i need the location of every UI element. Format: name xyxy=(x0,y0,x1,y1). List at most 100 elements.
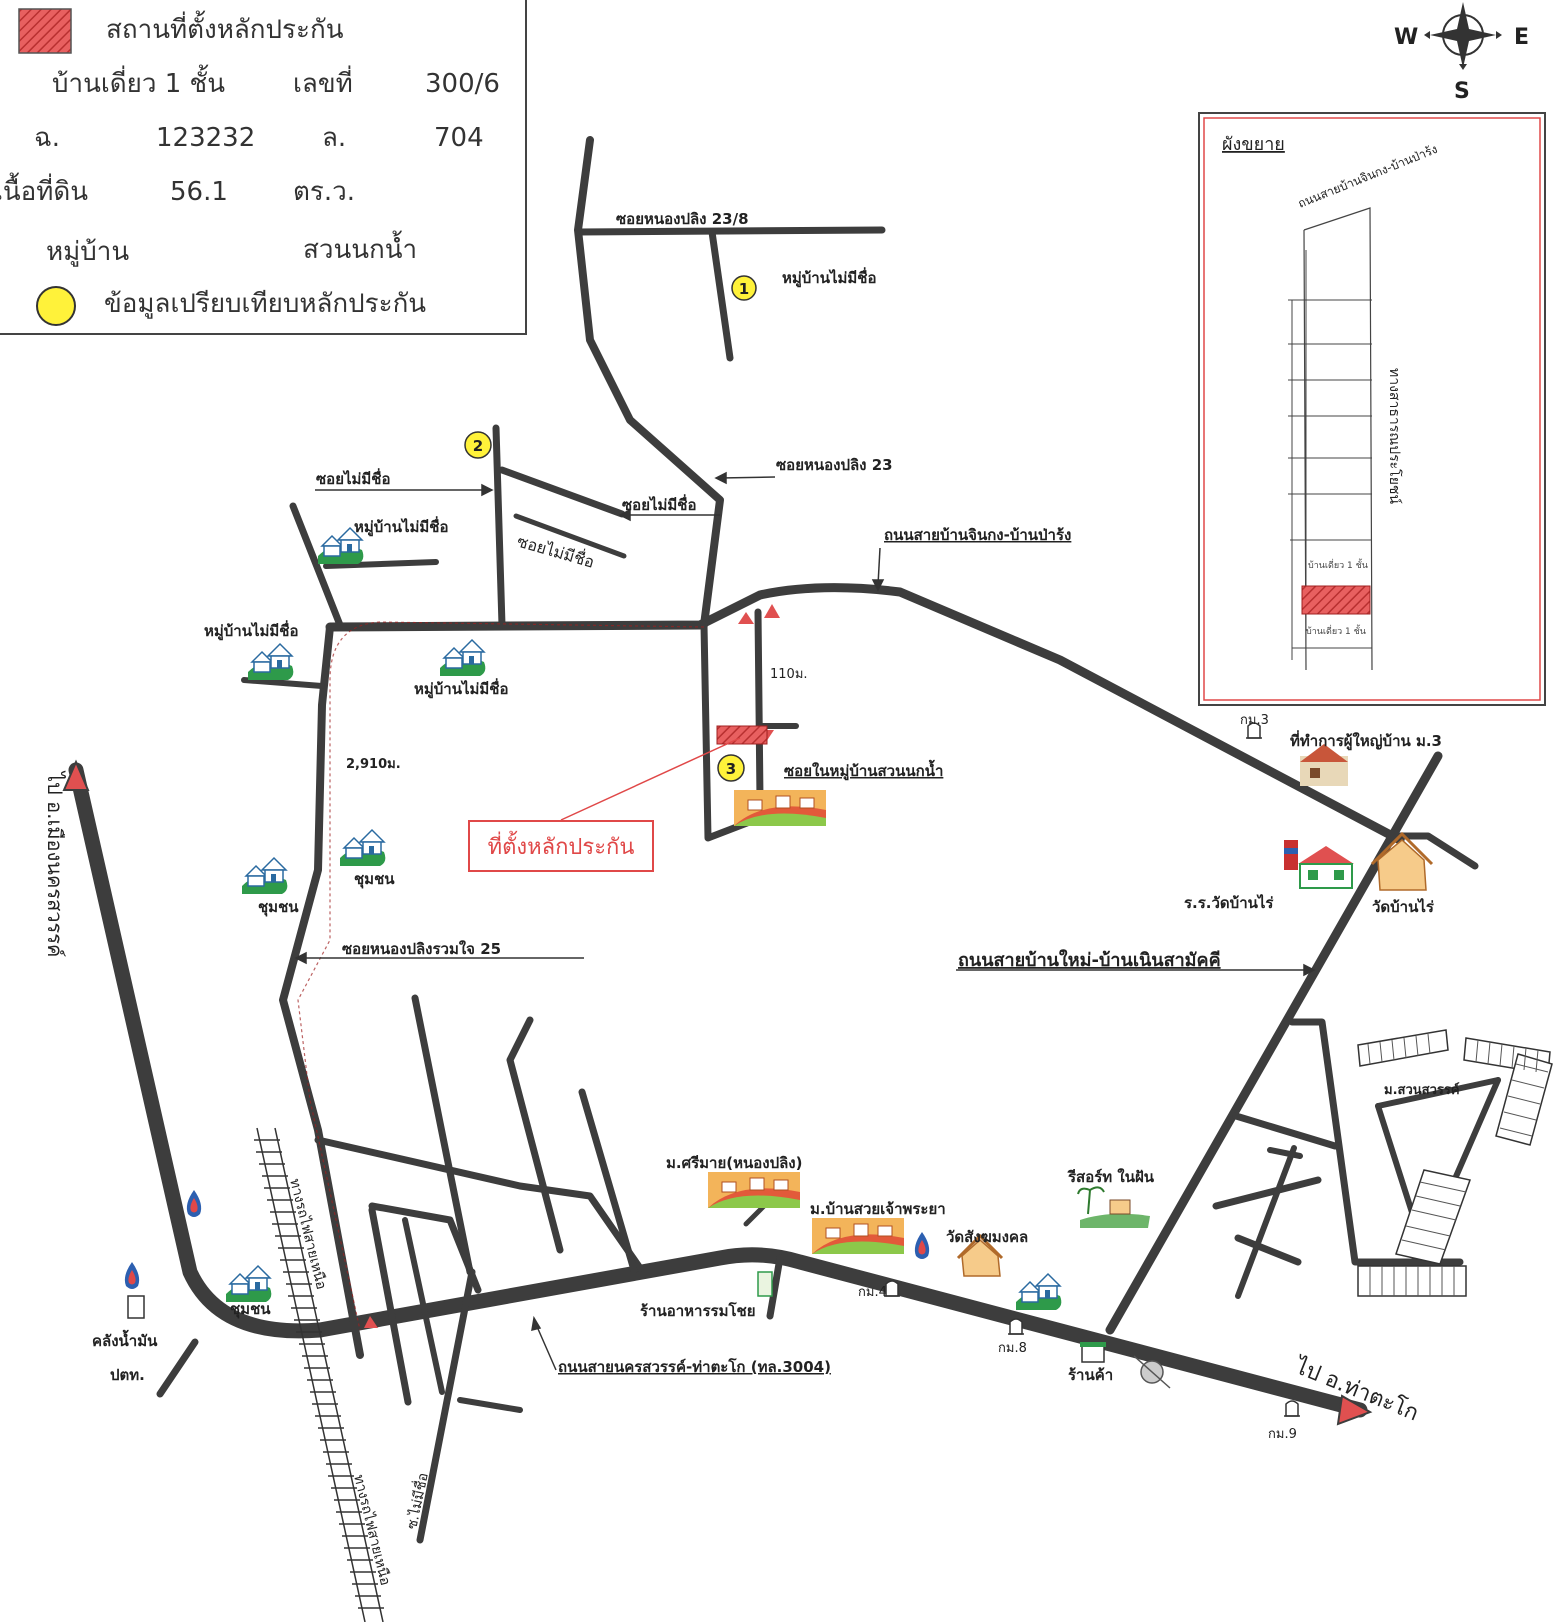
headman-office-icon xyxy=(1300,744,1348,786)
collateral-callout-box xyxy=(468,820,654,872)
legend-box: สถานที่ตั้งหลักประกัน บ้านเดี่ยว 1 ชั้น … xyxy=(0,0,527,335)
community-house-icon xyxy=(225,1265,273,1303)
legend-house-type: บ้านเดี่ยว 1 ชั้น xyxy=(52,64,225,99)
compass-east: E xyxy=(1514,25,1529,50)
temple-icon xyxy=(956,1233,1004,1277)
inset-collateral xyxy=(1301,585,1371,615)
label-m-ban-suay: ม.บ้านสวยเจ้าพระยา xyxy=(810,1200,946,1218)
svg-text:1: 1 xyxy=(739,280,749,298)
label-community-3: ชุมชน xyxy=(230,1300,271,1319)
community-house-icon xyxy=(1015,1273,1063,1311)
label-wat-sangkhom: วัดสังฆมงคล xyxy=(946,1228,1028,1246)
soi-23-8 xyxy=(574,226,886,236)
compass-rose: W E S xyxy=(1394,2,1529,104)
comparable-marker-3: 3 xyxy=(717,754,745,782)
arrow-mark-1 xyxy=(738,612,754,624)
legend-comparable-label: ข้อมูลเปรียบเทียบหลักประกัน xyxy=(104,289,426,319)
label-school: ร.ร.วัดบ้านไร่ xyxy=(1184,893,1274,912)
label-m-sriman: ม.ศรีมาย(หนองปลิง) xyxy=(666,1154,803,1172)
collateral-callout-text: ที่ตั้งหลักประกัน xyxy=(488,831,635,860)
label-m-suan-sawan: ม.สวนสวรรค์ xyxy=(1384,1082,1460,1098)
collateral-site-marker xyxy=(716,725,768,745)
arrow-mark-2 xyxy=(764,604,780,618)
compass-south: S xyxy=(1454,79,1470,104)
inset-public-way: ทางสาธารณประโยชน์ xyxy=(1386,368,1403,504)
label-resort: รีสอร์ท ในฝัน xyxy=(1067,1168,1155,1186)
label-soi-23: ซอยหนองปลิง 23 xyxy=(776,456,893,474)
gas-station-icon xyxy=(124,1262,140,1289)
arrow-mark-4 xyxy=(364,1316,378,1328)
village-house-icon xyxy=(439,639,487,677)
restaurant-icon xyxy=(757,1271,773,1297)
label-dist-110: 110ม. xyxy=(770,667,808,682)
label-oil-depot-2: ปตท. xyxy=(110,1366,145,1384)
label-soi-no-name-c: ซอยไม่มีชื่อ xyxy=(515,530,597,572)
soi-23 xyxy=(574,136,724,629)
comparable-marker-2: 2 xyxy=(464,431,492,459)
community-house-icon xyxy=(241,857,289,895)
legend-chanote-value: 123232 xyxy=(156,123,255,153)
community-house-icon xyxy=(339,829,387,867)
label-village-no-name-2: หมู่บ้านไม่มีชื่อ xyxy=(354,516,448,537)
legend-collateral-label: สถานที่ตั้งหลักประกัน xyxy=(106,10,344,45)
label-village-no-name-4: หมู่บ้านไม่มีชื่อ xyxy=(414,678,508,699)
suan-sawan-hatch xyxy=(1367,1033,1549,1296)
label-village-no-name-1: หมู่บ้านไม่มีชื่อ xyxy=(782,267,876,288)
svg-text:2: 2 xyxy=(473,437,483,455)
road-nakhonsawan-thatako xyxy=(312,1247,1368,1418)
km-marker-icon xyxy=(1007,1318,1025,1335)
village-house-icon xyxy=(247,643,295,681)
svg-text:3: 3 xyxy=(726,760,736,778)
label-km9: กม.9 xyxy=(1268,1427,1297,1442)
railway xyxy=(254,1127,384,1622)
legend-no-value: 300/6 xyxy=(425,69,500,99)
m-sriman-village-icon xyxy=(707,1171,801,1209)
legend-chanote-label: ฉ. xyxy=(34,123,60,153)
label-railway-1: ทางรถไฟสายเหนือ xyxy=(286,1177,330,1291)
label-km3: กม.3 xyxy=(1240,713,1269,728)
inset-title: ผังขยาย xyxy=(1222,134,1285,155)
label-main-road-north: ถนนสายบ้านจินกง-บ้านป่าร้ง xyxy=(884,526,1071,544)
legend-village-label: หมู่บ้าน xyxy=(46,237,129,267)
shop-icon xyxy=(1080,1342,1106,1363)
label-shop: ร้านค้า xyxy=(1068,1366,1113,1384)
label-pointers xyxy=(294,471,1316,1371)
arrow-to-mueang xyxy=(62,759,90,791)
comparable-marker-1: 1 xyxy=(731,275,757,301)
label-soi-25: ซอยหนองปลิงรวมใจ 25 xyxy=(342,940,501,958)
oil-depot-icon xyxy=(127,1295,145,1319)
label-soi-23-8: ซอยหนองปลิง 23/8 xyxy=(616,210,749,228)
label-headman-office: ที่ทำการผู้ใหญ่บ้าน ม.3 xyxy=(1290,730,1442,751)
legend-area-value: 56.1 xyxy=(170,177,228,207)
label-wat-ban-rai: วัดบ้านไร่ xyxy=(1372,897,1435,916)
soi-25 xyxy=(279,623,364,1359)
suan-nok-nam-village-icon xyxy=(733,789,827,827)
gas-station-icon xyxy=(914,1232,930,1259)
school-icon xyxy=(1284,840,1354,889)
road-to-mueang xyxy=(68,762,328,1339)
route-dashed xyxy=(297,621,705,1331)
inset-house-label-1: บ้านเดี่ยว 1 ชั้น xyxy=(1308,558,1368,571)
road-jinkong-parang xyxy=(325,583,1405,845)
legend-area-unit: ตร.ว. xyxy=(293,177,355,207)
legend-no-label: เลขที่ xyxy=(293,65,353,99)
label-soi-in-village: ซอยในหมู่บ้านสวนนกน้ำ xyxy=(784,759,943,781)
label-oil-depot-1: คลังน้ำมัน xyxy=(92,1329,158,1350)
collateral-callout-line xyxy=(560,737,741,821)
satellite-icon xyxy=(1133,1355,1171,1389)
label-community-1: ชุมชน xyxy=(258,898,299,917)
km-marker-icon xyxy=(1283,1400,1301,1417)
label-road-ban-mai: ถนนสายบ้านใหม่-บ้านเนินสามัคคี xyxy=(958,949,1221,971)
arrow-to-thatako xyxy=(1336,1394,1373,1426)
suan-sawan-blocks xyxy=(1357,1029,1553,1297)
legend-village-value: สวนนกน้ำ xyxy=(303,230,417,265)
label-dist-2910: 2,910ม. xyxy=(346,757,401,772)
legend-area-label: เนื้อที่ดิน xyxy=(0,172,88,207)
inset-map: ผังขยาย ถนนสายบ้านจินกง-บ้านป่าร้ง บ้านเ… xyxy=(1198,112,1546,706)
legend-lot-label: ล. xyxy=(322,123,346,153)
temple-icon xyxy=(1370,831,1434,891)
label-km4: กม.4 xyxy=(858,1285,887,1300)
m-ban-suay-village-icon xyxy=(811,1217,905,1255)
label-restaurant: ร้านอาหารรมโชย xyxy=(640,1301,756,1320)
